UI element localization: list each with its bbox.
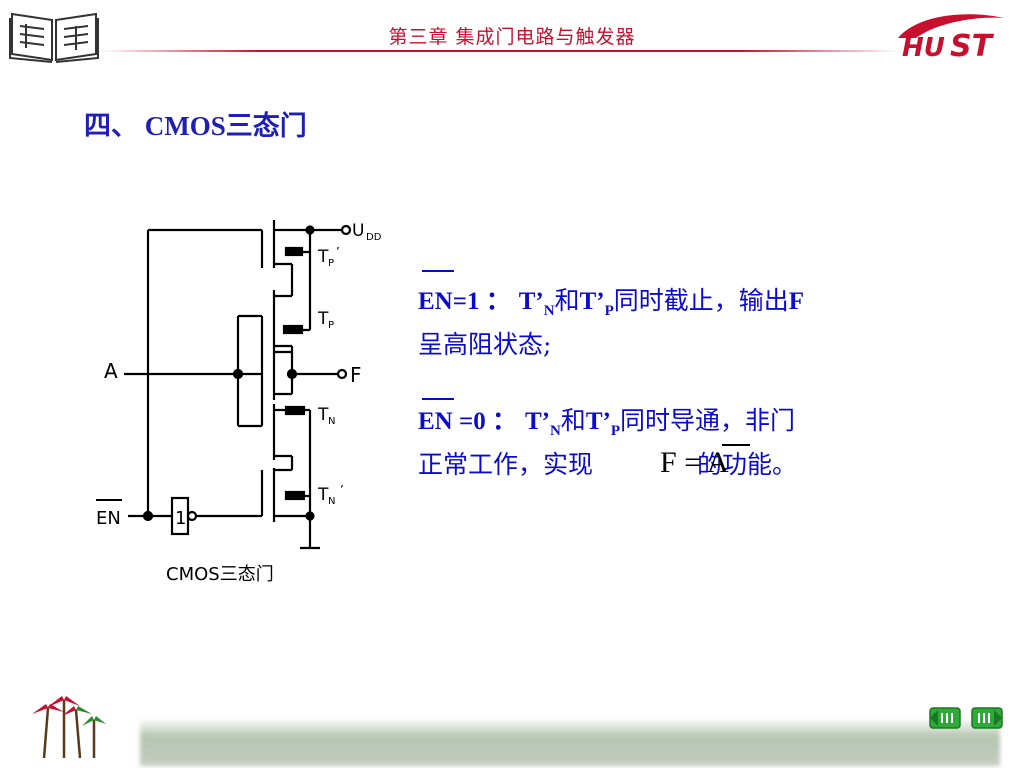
formula: F = A [660, 446, 729, 480]
case1-sep: ： [479, 288, 511, 315]
tp-prime-mark: ’ [336, 245, 340, 259]
tp-subscript: P [328, 320, 334, 331]
case1-p-sub: P [604, 303, 614, 319]
case1-line1: EN=1 ： T’N和T’P同时截止，输出F [418, 284, 804, 328]
circuit-caption: CMOS三态门 [166, 564, 274, 585]
right-arrow-icon [971, 707, 1003, 729]
section-title: 四、 CMOS三态门 [84, 104, 307, 143]
svg-text:HU: HU [902, 33, 945, 62]
case2-t: T’ [524, 408, 550, 435]
case1-f: F [788, 288, 805, 315]
udd-label: U [352, 221, 364, 241]
input-a-label: A [104, 359, 118, 383]
chapter-title: 第三章 集成门电路与触发器 [388, 26, 636, 48]
case2-description: EN =0 ： T’N和T’P同时导通，非门 正常工作，实现的功能。 [418, 404, 797, 482]
case1-en: EN=1 [418, 288, 480, 315]
udd-subscript: DD [366, 232, 382, 243]
tn-prime-subscript: N [328, 496, 335, 507]
tp-prime-label: T [317, 247, 329, 267]
tp-prime-subscript: P [328, 258, 334, 269]
inverter-label: 1 [175, 508, 186, 529]
case1-description: EN=1 ： T’N和T’P同时截止，输出F 呈高阻状态; [418, 284, 804, 362]
case1-t2: T’ [579, 288, 605, 315]
tn-subscript: N [328, 416, 335, 427]
case2-t2: T’ [585, 408, 611, 435]
case2-and: 和 [560, 406, 586, 435]
tn-label: T [317, 405, 329, 425]
grass-decoration [140, 718, 1000, 766]
section-number: 四、 [84, 111, 138, 142]
case2-line2b: 的功能。 [697, 450, 798, 479]
book-logo [6, 4, 102, 64]
section-name: CMOS三态门 [138, 111, 307, 141]
next-button[interactable] [970, 706, 1004, 730]
case1-and: 和 [554, 286, 580, 315]
case2-p-sub: P [610, 423, 620, 439]
formula-eq: = [684, 446, 702, 479]
en-overbar-2 [422, 398, 454, 400]
left-arrow-icon [929, 707, 961, 729]
case1-text: 同时截止，输出 [613, 286, 789, 315]
hust-logo: HU ST [888, 8, 1008, 64]
tp-label: T [317, 309, 329, 329]
case2-text: 同时导通，非门 [619, 406, 795, 435]
formula-lhs: F [660, 446, 677, 479]
case2-en: EN =0 [418, 408, 486, 435]
case2-line2a: 正常工作，实现 [418, 450, 594, 479]
case1-n-sub: N [543, 303, 555, 319]
output-f-label: F [350, 363, 362, 387]
tn-prime-mark: ’ [340, 483, 344, 497]
enable-label: EN [96, 508, 121, 529]
svg-text:ST: ST [950, 29, 995, 62]
tn-prime-label: T [317, 485, 329, 505]
case2-n-sub: N [549, 423, 561, 439]
prev-button[interactable] [928, 706, 962, 730]
formula-overbar [722, 444, 750, 446]
case1-t: T’ [518, 288, 544, 315]
case2-line2: 正常工作，实现 的功能。 [418, 448, 797, 482]
palm-trees-decoration [14, 680, 110, 760]
case2-sep: ： [485, 408, 517, 435]
formula-rhs: A [706, 446, 729, 479]
header-divider [100, 50, 900, 52]
case2-line1: EN =0 ： T’N和T’P同时导通，非门 [418, 404, 797, 448]
case1-line2: 呈高阻状态; [418, 330, 552, 359]
en-overbar-1 [422, 270, 454, 272]
